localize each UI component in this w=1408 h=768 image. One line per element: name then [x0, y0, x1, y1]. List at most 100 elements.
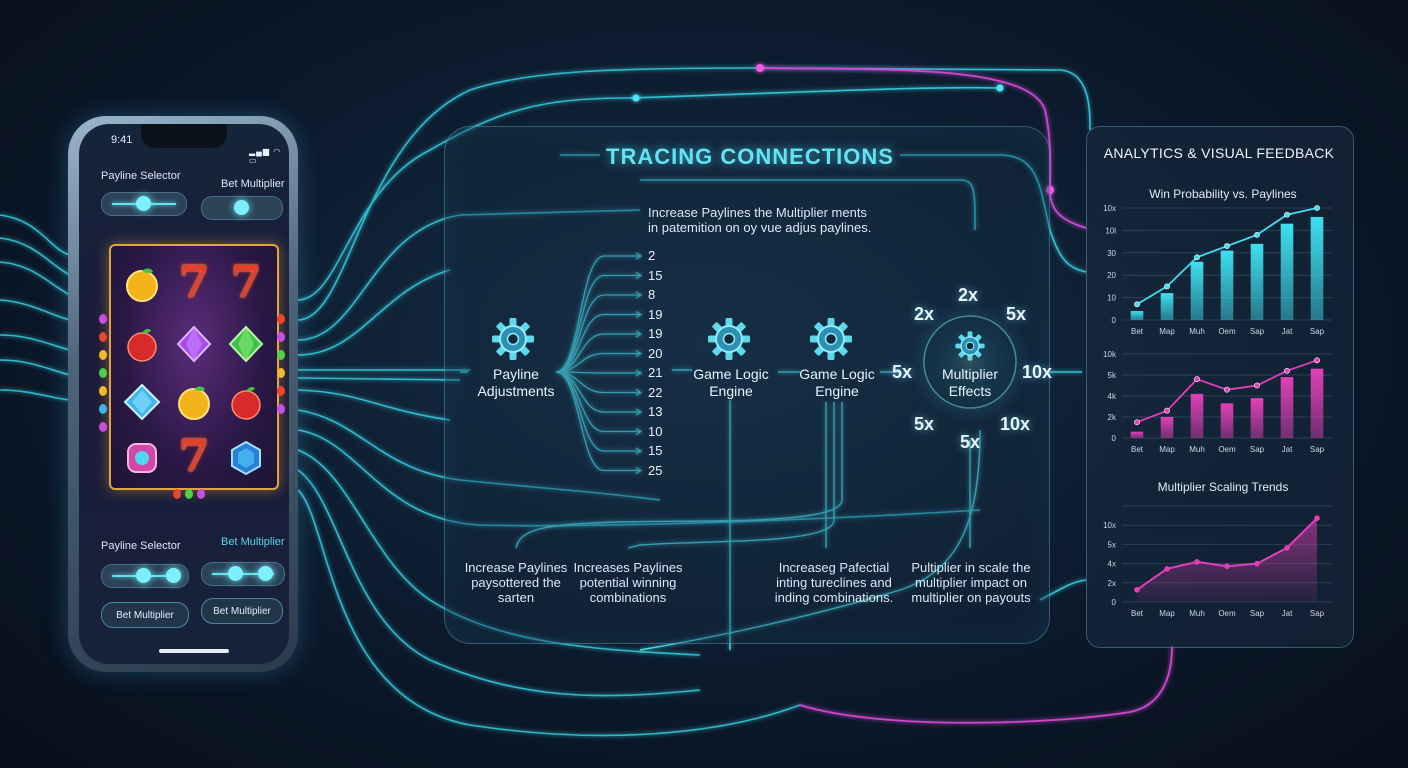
status-time: 9:41 [111, 134, 133, 146]
series-point [1314, 515, 1320, 522]
payline-slider-2[interactable] [101, 564, 189, 588]
payline-adjustments-node: Payline Adjustments [477, 366, 555, 399]
diagram-title: TRACING CONNECTIONS [606, 144, 894, 169]
y-tick-label: 20 [1107, 271, 1116, 280]
y-tick-label: 4x [1108, 560, 1116, 569]
payline-slider-2-thumb-end[interactable] [166, 568, 181, 583]
bet-multiplier-slider-2[interactable] [201, 562, 285, 586]
series-point [1194, 559, 1200, 565]
multiplier-label-top: 2x [958, 285, 979, 305]
x-tick-label: Sap [1250, 327, 1265, 336]
bet-multiplier-slider-thumb[interactable] [234, 200, 249, 215]
x-tick-label: Muh [1189, 609, 1205, 618]
trend-point [1284, 367, 1290, 374]
multiplier-gear-icon [955, 331, 985, 361]
engine-flow [460, 369, 981, 651]
x-tick-label: Map [1159, 327, 1175, 336]
series-point [1164, 566, 1170, 572]
top-wire-loops [560, 67, 1091, 601]
apple-icon [117, 316, 167, 372]
multiplier-effects-node: Multiplier Effects [941, 366, 998, 399]
y-tick-label: 10x [1103, 521, 1116, 530]
payline-slider-thumb[interactable] [136, 196, 151, 211]
y-tick-label: 4k [1108, 392, 1117, 401]
x-tick-label: Sap [1310, 609, 1325, 618]
x-tick-label: Muh [1189, 327, 1205, 336]
x-tick-label: Map [1159, 609, 1175, 618]
bottom-note-2: Increases Paylines potential winning com… [573, 560, 683, 605]
seven-symbol-icon: 7 [178, 256, 210, 308]
bet-multiplier-slider-2-thumb[interactable] [228, 566, 243, 581]
bar [1160, 417, 1174, 438]
payline-selector-label-2: Payline Selector [101, 540, 181, 552]
fruit-orange-icon [169, 374, 219, 430]
multiplier-label-left: 5x [892, 362, 913, 382]
series-point [1254, 560, 1260, 567]
fan-wire [555, 371, 640, 472]
bet-multiplier-button-left[interactable]: Bet Multiplier [101, 602, 189, 628]
x-tick-label: Muh [1189, 445, 1205, 454]
bet-multiplier-slider-2-thumb-end[interactable] [258, 566, 273, 581]
game-logic-engine-node-b: Game Logic Engine [799, 366, 875, 399]
fruit-orange-icon [117, 256, 167, 312]
area-fill [1137, 518, 1317, 602]
payline-fan [555, 252, 643, 475]
series-point [1224, 563, 1230, 570]
status-icons: ▂▄▆ ◠ ▭ [249, 147, 282, 165]
payline-value: 21 [648, 365, 663, 380]
x-tick-label: Oem [1218, 327, 1236, 336]
payline-value: 25 [648, 462, 663, 478]
x-tick-label: Sap [1250, 445, 1265, 454]
payline-value: 19 [648, 306, 663, 322]
y-tick-label: 0 [1112, 434, 1117, 443]
payline-slider-2-thumb[interactable] [136, 568, 151, 583]
apple-icon [221, 374, 271, 430]
bar [1310, 368, 1324, 438]
trend-point [1224, 386, 1230, 393]
engine-a-gear-icon [708, 318, 750, 360]
trend-point [1224, 243, 1230, 249]
x-tick-label: Jat [1282, 327, 1293, 336]
multiplier-label-upper-right: 5x [1006, 304, 1027, 324]
bet-multiplier-slider[interactable] [201, 196, 283, 220]
trend-point [1134, 419, 1140, 426]
bottom-note-1: Increase Paylines paysottered the sarten [464, 560, 568, 605]
bar [1220, 250, 1234, 320]
phone-notch [141, 124, 227, 148]
y-tick-label: 10x [1103, 204, 1116, 213]
blue-crystal-icon [221, 430, 271, 486]
x-tick-label: Oem [1218, 609, 1236, 618]
trend-point [1134, 301, 1140, 308]
x-tick-label: Sap [1310, 445, 1325, 454]
x-tick-label: Jat [1282, 445, 1293, 454]
slot-reels[interactable]: 7 7 7 [109, 244, 279, 490]
bet-multiplier-label-2: Bet Multiplier [221, 536, 285, 548]
purple-gem-icon [169, 316, 219, 372]
payline-slider[interactable] [101, 192, 187, 216]
trend-point [1284, 211, 1290, 218]
payline-value: 8 [648, 287, 656, 302]
bet-multiplier-label: Bet Multiplier [221, 178, 285, 190]
y-tick-label: 2k [1108, 413, 1117, 422]
bet-multiplier-button-right[interactable]: Bet Multiplier [201, 598, 283, 624]
trend-point [1194, 254, 1200, 261]
x-tick-label: Sap [1310, 327, 1325, 336]
trend-point [1314, 205, 1320, 211]
bar [1250, 243, 1264, 320]
trend-point [1254, 231, 1260, 238]
engine-b-gear-icon [810, 318, 852, 360]
trend-point [1164, 407, 1170, 414]
x-tick-label: Bet [1131, 609, 1144, 618]
top-annotation: Increase Paylines the Multiplier ments i… [648, 205, 872, 235]
bar [1220, 403, 1234, 438]
bar [1280, 377, 1294, 438]
series-point [1284, 545, 1290, 551]
fan-wire [555, 313, 640, 373]
y-tick-label: 10l [1105, 226, 1116, 235]
y-tick-label: 30 [1107, 249, 1116, 258]
multiplier-label-lower-left: 5x [914, 414, 935, 434]
seven-symbol-icon: 7 [230, 256, 262, 308]
game-logic-engine-node-a: Game Logic Engine [693, 366, 769, 399]
